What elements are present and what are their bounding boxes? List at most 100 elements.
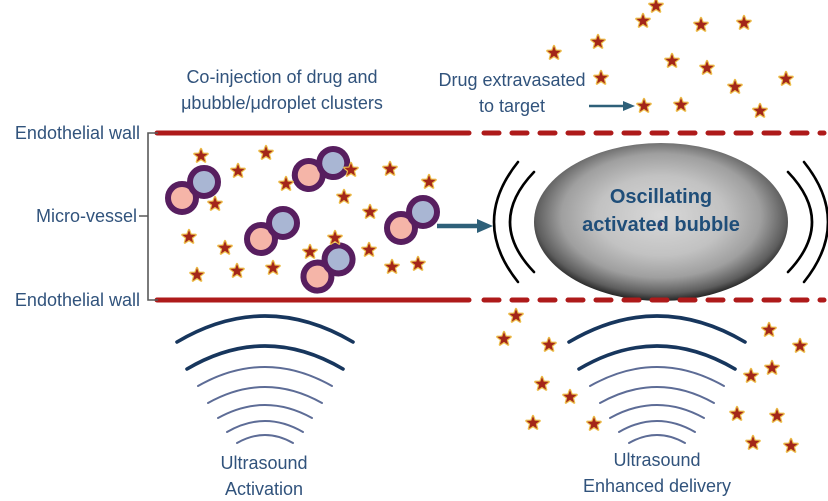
endothelial-wall-top-label: Endothelial wall — [14, 123, 140, 143]
drug-star — [534, 375, 550, 391]
drug-star — [635, 12, 651, 28]
co-injection-caption: Co-injection of drug and μbubble/μdrople… — [146, 64, 418, 116]
ultrasound-wave-arc — [185, 344, 345, 371]
ultrasound-activation-caption: Ultrasound Activation — [178, 450, 350, 501]
drug-star — [181, 228, 197, 244]
microdroplet — [244, 222, 278, 256]
drug-star — [382, 160, 398, 176]
drug-star — [343, 161, 359, 177]
microdroplet — [291, 157, 326, 192]
ultrasound-wave-arc — [609, 404, 705, 419]
drug-star — [743, 367, 759, 383]
drug-star — [541, 336, 557, 352]
drug-star — [193, 147, 209, 163]
caption-line: Ultrasound — [613, 450, 701, 470]
caption-line: μbubble/μdroplet clusters — [181, 93, 383, 113]
microdroplet — [300, 259, 335, 294]
drug-star — [229, 262, 245, 278]
drug-star — [546, 44, 562, 60]
drug-star — [590, 33, 606, 49]
ultrasound-wave-arc — [577, 344, 737, 371]
drug-star — [230, 162, 246, 178]
drug-star — [736, 14, 752, 30]
drug-star — [336, 188, 352, 204]
ultrasound-wave-arc — [599, 386, 715, 404]
drug-star — [327, 229, 343, 245]
ultrasound-waves — [175, 314, 747, 444]
drug-star — [496, 330, 512, 346]
ultrasound-wave-arc — [236, 434, 294, 444]
microdroplet — [165, 181, 199, 215]
caption-line: Drug extravasated — [438, 70, 586, 90]
micro-vessel-label: Micro-vessel — [35, 206, 137, 226]
microbubble-microdroplet-cluster — [300, 242, 356, 294]
ultrasound-wave-arc — [175, 314, 355, 344]
drug-star — [562, 388, 578, 404]
ultrasound-wave-arc — [226, 420, 304, 433]
ultrasound-wave-arc — [217, 404, 313, 419]
drug-star — [593, 69, 609, 85]
cluster-layer — [165, 146, 440, 294]
drug-star — [361, 241, 377, 257]
star-layer — [181, 0, 808, 453]
ultrasound-wave-arc — [207, 386, 323, 404]
drug-star — [586, 415, 602, 431]
microbubble-microdroplet-cluster — [291, 146, 351, 192]
oscillation-arc-right-outer — [802, 160, 828, 284]
drug-star — [207, 195, 223, 211]
drug-star — [761, 321, 777, 337]
oscillation-arc-left-outer — [492, 160, 520, 284]
drug-star — [508, 307, 524, 323]
microbubble — [406, 195, 440, 229]
caption-line: Co-injection of drug and — [186, 67, 378, 87]
drug-star — [727, 78, 743, 94]
oscillation-arc-right-inner — [786, 170, 814, 274]
micro-vessel-bracket — [139, 132, 158, 301]
drug-star — [778, 70, 794, 86]
ultrasound-wave-fan — [567, 314, 747, 444]
drug-star — [410, 255, 426, 271]
caption-line: Oscillating — [609, 186, 713, 208]
drug-star — [362, 203, 378, 219]
ultrasound-wave-fan — [175, 314, 355, 444]
drug-star — [648, 0, 664, 13]
ultrasound-wave-arc — [589, 366, 725, 387]
drug-star — [783, 437, 799, 453]
drug-star — [421, 173, 437, 189]
microbubble — [187, 165, 221, 199]
drug-star — [664, 52, 680, 68]
caption-line: to target — [478, 96, 546, 116]
drug-star — [693, 16, 709, 32]
drug-star — [729, 405, 745, 421]
microbubble — [321, 242, 356, 277]
microbubble-microdroplet-cluster — [384, 195, 440, 245]
endothelial-wall-bottom-label: Endothelial wall — [14, 290, 140, 310]
drug-star — [278, 175, 294, 191]
ultrasound-delivery-caption: Ultrasound Enhanced delivery — [550, 447, 764, 499]
microdroplet — [384, 211, 418, 245]
ultrasound-wave-arc — [628, 434, 686, 444]
caption-line: activated bubble — [582, 214, 740, 236]
drug-star — [764, 359, 780, 375]
microbubble-microdroplet-cluster — [244, 206, 300, 256]
oscillation-arc-left-inner — [508, 170, 536, 274]
drug-star — [384, 258, 400, 274]
drug-star — [302, 243, 318, 259]
drug-star — [258, 144, 274, 160]
drug-star — [745, 434, 761, 450]
microbubble — [266, 206, 300, 240]
drug-star — [792, 337, 808, 353]
drug-star — [636, 97, 652, 113]
drug-star — [217, 239, 233, 255]
drug-star — [769, 407, 785, 423]
microbubble-microdroplet-cluster — [165, 165, 221, 215]
microbubble — [316, 146, 351, 181]
drug-star — [189, 266, 205, 282]
drug-star — [265, 259, 281, 275]
extravasated-caption: Drug extravasated to target — [426, 67, 598, 119]
ultrasound-wave-arc — [197, 366, 333, 387]
bubble-caption: Oscillating activated bubble — [543, 183, 779, 239]
caption-line: Ultrasound — [220, 453, 308, 473]
